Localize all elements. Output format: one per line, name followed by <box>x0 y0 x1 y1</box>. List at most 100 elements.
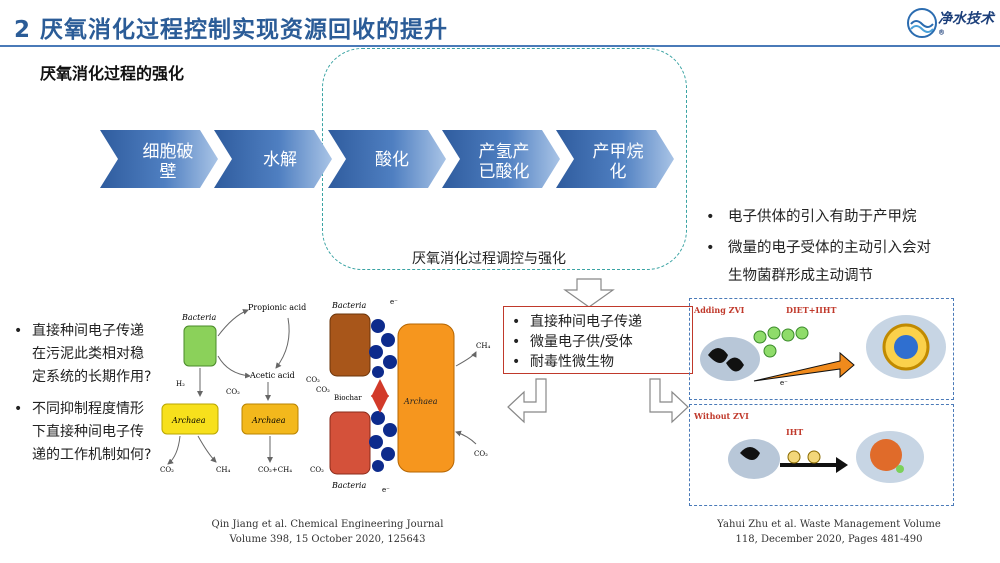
bent-arrow-right-icon <box>649 378 689 424</box>
label-h2: H₂ <box>176 380 185 388</box>
zvi-particle <box>726 357 744 372</box>
label-ch4-a: CH₄ <box>216 466 230 474</box>
bullet-text: 电子供体的引入有助于产甲烷 <box>728 209 917 225</box>
bullet-text: 微量的电子受体的主动引入会对 <box>728 240 931 256</box>
bullet-dot: • <box>706 240 715 256</box>
bent-arrow-left-icon <box>507 378 547 424</box>
archaea-yellow-box-1 <box>161 403 219 435</box>
zvi-particle <box>708 348 728 363</box>
step-label: 壁 <box>159 162 177 182</box>
archaea-yellow-box-2 <box>241 403 299 435</box>
label-acetic: Acetic acid <box>249 371 295 380</box>
label-co2ch4: CO₂+CH₄ <box>258 466 292 474</box>
mechanism-text: 微量电子供/受体 <box>530 334 633 350</box>
question-text: 直接种间电子传递 <box>32 323 144 339</box>
citation-line: Yahui Zhu et al. Waste Management Volume <box>717 519 941 530</box>
down-arrow-icon <box>563 278 615 308</box>
step-label: 酸化 <box>375 150 409 170</box>
question-text: 递的工作机制如何? <box>32 447 152 463</box>
question-text: 下直接种间电子传 <box>32 424 144 440</box>
citation-line: Volume 398, 15 October 2020, 125643 <box>229 534 426 545</box>
biochar-particles <box>369 319 397 472</box>
chevron-acetogenesis <box>442 130 560 188</box>
bullet-dot: • <box>512 314 521 330</box>
mechanism-text: 耐毒性微生物 <box>530 354 614 370</box>
label-archaea-2: Archaea <box>251 416 286 425</box>
bullet-dot: • <box>512 334 521 350</box>
bacteria-green-box <box>183 325 217 367</box>
zvi-panel-without: Without ZVI IHT <box>689 404 954 506</box>
process-chevrons <box>100 130 674 188</box>
label-co2-b: CO₂ <box>306 376 320 384</box>
bullet-dot: • <box>512 354 521 370</box>
logo-registered: ® <box>938 28 945 37</box>
bacteria-red-box <box>329 411 371 475</box>
chevron-cell-breaking <box>100 130 218 188</box>
flow-arrow <box>217 309 249 337</box>
logo <box>905 6 995 40</box>
citation-line: Qin Jiang et al. Chemical Engineering Jo… <box>211 519 444 530</box>
citation-right: Yahui Zhu et al. Waste Management Volume… <box>689 517 969 547</box>
zvi-illustration-without: Without ZVI IHT <box>693 411 924 483</box>
page-title: 2 厌氧消化过程控制实现资源回收的提升 <box>14 17 449 43</box>
label-bacteria-left: Bacteria <box>181 313 216 322</box>
bullet-dot: • <box>14 401 23 417</box>
label-biochar: Biochar <box>334 394 362 402</box>
label-co2-e: CO₂ <box>310 466 324 474</box>
label-iht: IHT <box>786 427 803 437</box>
label-ch4-b: CH₄ <box>476 342 490 350</box>
archaea-small <box>896 465 904 473</box>
hydrogen-particles <box>787 450 821 464</box>
step-label: 水解 <box>263 150 297 170</box>
mechanism-donor-acceptor: • 微量电子供/受体 <box>512 331 633 351</box>
water-drop-icon <box>907 8 937 38</box>
mechanism-box: •直接种间电子传递 •微量电子供/受体 •耐毒性微生物 <box>503 306 693 374</box>
section-subtitle: 厌氧消化过程的强化 <box>40 64 185 83</box>
archaea-cell <box>870 439 902 471</box>
flow-arrow <box>167 435 181 465</box>
bullet-dot: • <box>14 323 23 339</box>
label-archaea-1: Archaea <box>171 416 206 425</box>
label-co2-d: CO₂ <box>316 386 330 394</box>
sludge-cloud <box>700 337 760 381</box>
label-adding-zvi: Adding ZVI <box>693 305 745 315</box>
logo-name: 净水技术 <box>938 11 994 27</box>
question-text: 不同抑制程度情形 <box>32 401 144 417</box>
label-co2-f: CO₂ <box>474 450 488 458</box>
label-propionic: Propionic acid <box>248 303 306 312</box>
zvi-illustration-with: Adding ZVI DIET+IIHT e⁻ <box>693 305 946 387</box>
question-inhibition: • 不同抑制程度情形 下直接种间电子传 递的工作机制如何? <box>14 398 151 467</box>
title-divider <box>0 45 1000 47</box>
step-label: 化 <box>609 162 627 182</box>
bacteria-brown-box <box>329 313 371 377</box>
question-text: 定系统的长期作用? <box>32 369 152 385</box>
logo-text: 净水技术® <box>938 8 1000 44</box>
citation-left: Qin Jiang et al. Chemical Engineering Jo… <box>170 517 485 547</box>
electron-particles <box>753 326 809 358</box>
bullet-electron-donor: •电子供体的引入有助于产甲烷 <box>706 205 917 226</box>
flow-arrow <box>455 351 477 367</box>
step-acetogenesis: 产氢产 已酸化 <box>464 142 544 182</box>
diet-pathway-diagram: Bacteria Propionic acid H₂ CO₂ Acetic ac… <box>160 298 490 494</box>
step-methanogenesis: 产甲烷 化 <box>578 142 658 182</box>
step-hydrolysis: 水解 <box>240 150 320 170</box>
zvi-panel-with: Adding ZVI DIET+IIHT e⁻ <box>689 298 954 400</box>
label-without-zvi: Without ZVI <box>693 411 749 421</box>
sludge-particle <box>740 447 760 460</box>
chevron-hydrolysis <box>214 130 332 188</box>
electron-transfer-arrow <box>753 351 855 382</box>
chevron-group <box>100 130 674 188</box>
flow-arrow <box>275 317 290 369</box>
label-diet: DIET+IIHT <box>786 305 836 315</box>
archaea-orange-box <box>397 323 455 473</box>
question-long-term: • 直接种间电子传递 在污泥此类相对稳 定系统的长期作用? <box>14 320 151 389</box>
step-label: 已酸化 <box>478 162 530 182</box>
box-caption: 厌氧消化过程调控与强化 <box>412 251 566 267</box>
citation-line: 118, December 2020, Pages 481-490 <box>735 534 923 545</box>
bullet-electron-acceptor-cont: 生物菌群形成主动调节 <box>728 268 873 284</box>
label-e-bottom: e⁻ <box>382 486 390 494</box>
step-label: 产氢产 <box>478 142 530 162</box>
question-text: 在污泥此类相对稳 <box>32 346 144 362</box>
mechanism-toxicity: • 耐毒性微生物 <box>512 351 614 371</box>
step-acidification: 酸化 <box>352 150 432 170</box>
